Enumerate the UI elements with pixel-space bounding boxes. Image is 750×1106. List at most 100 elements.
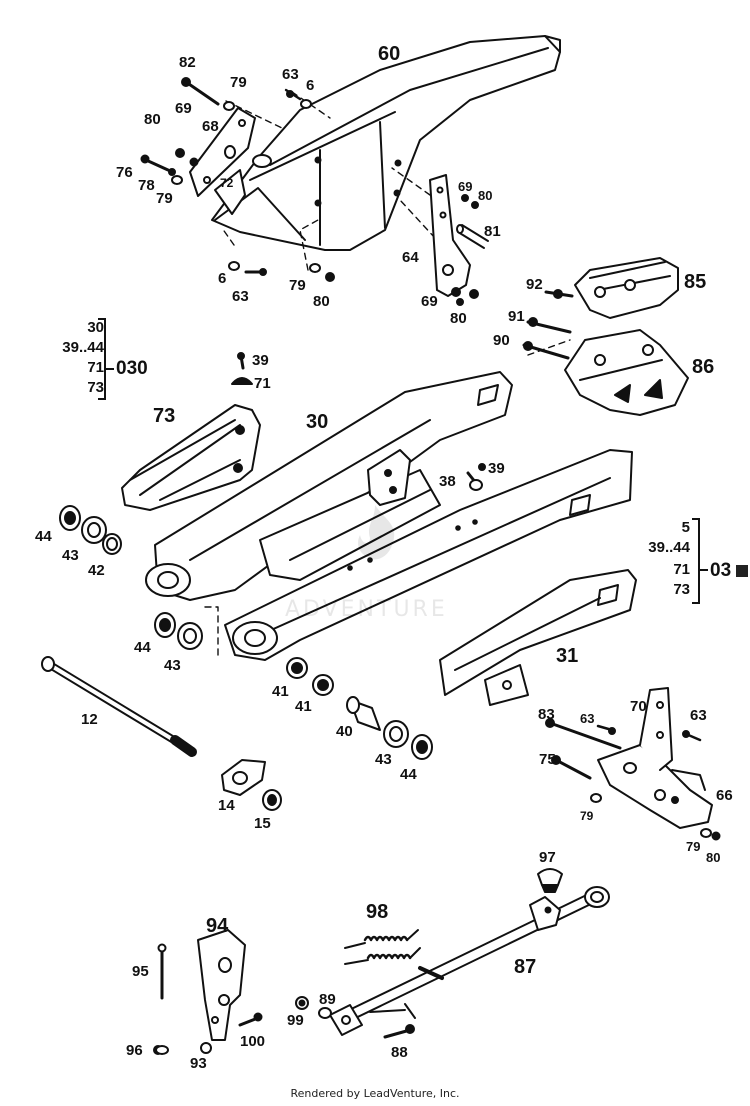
group-left-tick (106, 368, 114, 370)
callout-89: 89 (319, 991, 336, 1008)
callout-69: 69 (421, 293, 438, 310)
callout-63: 63 (232, 288, 249, 305)
group-left-code: 030 (116, 358, 148, 379)
callout-79: 79 (580, 809, 594, 823)
chain-slider-73 (121, 404, 261, 511)
bracket-64 (429, 174, 492, 306)
group-left-row: 30 (87, 319, 104, 336)
callout-98: 98 (366, 901, 389, 923)
group-left-row: 71 (87, 359, 104, 376)
callout-71: 71 (254, 375, 271, 392)
callout-75: 75 (539, 751, 556, 768)
callout-79: 79 (230, 74, 247, 91)
group-left-bracket (98, 318, 106, 400)
callout-96: 96 (126, 1042, 143, 1059)
callout-66: 66 (716, 787, 733, 804)
callout-31: 31 (556, 645, 579, 667)
screw-38-39 (466, 463, 486, 491)
callout-76: 76 (116, 164, 133, 181)
callout-14: 14 (218, 797, 235, 814)
group-right-bracket (692, 518, 700, 604)
callout-39: 39 (252, 352, 269, 369)
chain-guide-86 (522, 317, 689, 416)
group-left-row: 73 (87, 379, 104, 396)
callout-44: 44 (35, 528, 52, 545)
callout-64: 64 (402, 249, 419, 266)
callout-63: 63 (282, 66, 299, 83)
callout-78: 78 (138, 177, 155, 194)
callout-44: 44 (400, 766, 417, 783)
callout-44: 44 (134, 639, 151, 656)
group-right-row: 5 (681, 519, 690, 536)
callout-94: 94 (206, 915, 229, 937)
callout-68: 68 (202, 118, 219, 135)
callout-70: 70 (630, 698, 647, 715)
assembly-group-right: 5 39..44 71 73 03 (630, 518, 750, 604)
callout-43: 43 (164, 657, 181, 674)
group-right-row: 39..44 (648, 539, 690, 556)
callout-63: 63 (580, 711, 595, 726)
callout-100: 100 (240, 1033, 266, 1050)
bearings-left (59, 505, 122, 555)
callout-95: 95 (132, 963, 149, 980)
group-right-tick (700, 569, 708, 571)
callout-80: 80 (450, 310, 467, 327)
bearings-lower-left (154, 612, 203, 650)
callout-82: 82 (179, 54, 196, 71)
assembly-group-left: 30 39..44 71 73 030 (26, 318, 166, 400)
callout-83: 83 (538, 706, 555, 723)
group-right-code: 03 (710, 560, 732, 581)
callout-90: 90 (493, 332, 510, 349)
hardware-cluster-top-left (140, 77, 335, 282)
swingarm-30 (145, 371, 633, 661)
bracket-94 (153, 929, 263, 1055)
bracket-assembly-70 (545, 687, 721, 841)
callout-92: 92 (526, 276, 543, 293)
callout-87: 87 (514, 956, 537, 978)
callout-73: 73 (153, 405, 176, 427)
watermark-flame-icon (358, 505, 395, 560)
callout-6: 6 (306, 77, 315, 94)
callout-39: 39 (488, 460, 505, 477)
springs-98 (344, 929, 421, 965)
callout-60: 60 (378, 43, 401, 65)
callout-79: 79 (156, 190, 173, 207)
footer-credit: Rendered by LeadVenture, Inc. (290, 1087, 460, 1100)
group-right-row: 71 (673, 561, 690, 578)
callout-6: 6 (218, 270, 227, 287)
chain-slider-85 (544, 257, 679, 319)
callout-81: 81 (484, 223, 501, 240)
rubber-stopper-97 (537, 868, 563, 893)
side-stand-87 (329, 886, 610, 1036)
plate-14-nut-15 (221, 759, 282, 811)
callout-85: 85 (684, 271, 707, 293)
group-right-row: 73 (673, 581, 690, 598)
callout-30: 30 (306, 411, 329, 433)
watermark-text: ADVENTURE (285, 597, 448, 622)
callout-43: 43 (375, 751, 392, 768)
callout-80: 80 (478, 188, 493, 203)
callout-41: 41 (272, 683, 289, 700)
hardware-89-99-88 (295, 996, 415, 1039)
callout-97: 97 (539, 849, 556, 866)
chain-guard-60 (211, 35, 561, 251)
swingarm-31 (439, 569, 637, 706)
callout-80: 80 (313, 293, 330, 310)
screw-39-washer-71 (231, 352, 253, 385)
callout-80: 80 (706, 850, 721, 865)
callout-79: 79 (686, 839, 701, 854)
callout-91: 91 (508, 308, 525, 325)
callout-88: 88 (391, 1044, 408, 1061)
callout-42: 42 (88, 562, 105, 579)
callout-43: 43 (62, 547, 79, 564)
callout-12: 12 (81, 711, 98, 728)
callout-79: 79 (289, 277, 306, 294)
pivot-axle-12 (41, 656, 197, 757)
callout-86: 86 (692, 356, 715, 378)
callout-63: 63 (690, 707, 707, 724)
callout-80: 80 (144, 111, 161, 128)
callout-69: 69 (175, 100, 192, 117)
bracket-68 (189, 107, 256, 215)
